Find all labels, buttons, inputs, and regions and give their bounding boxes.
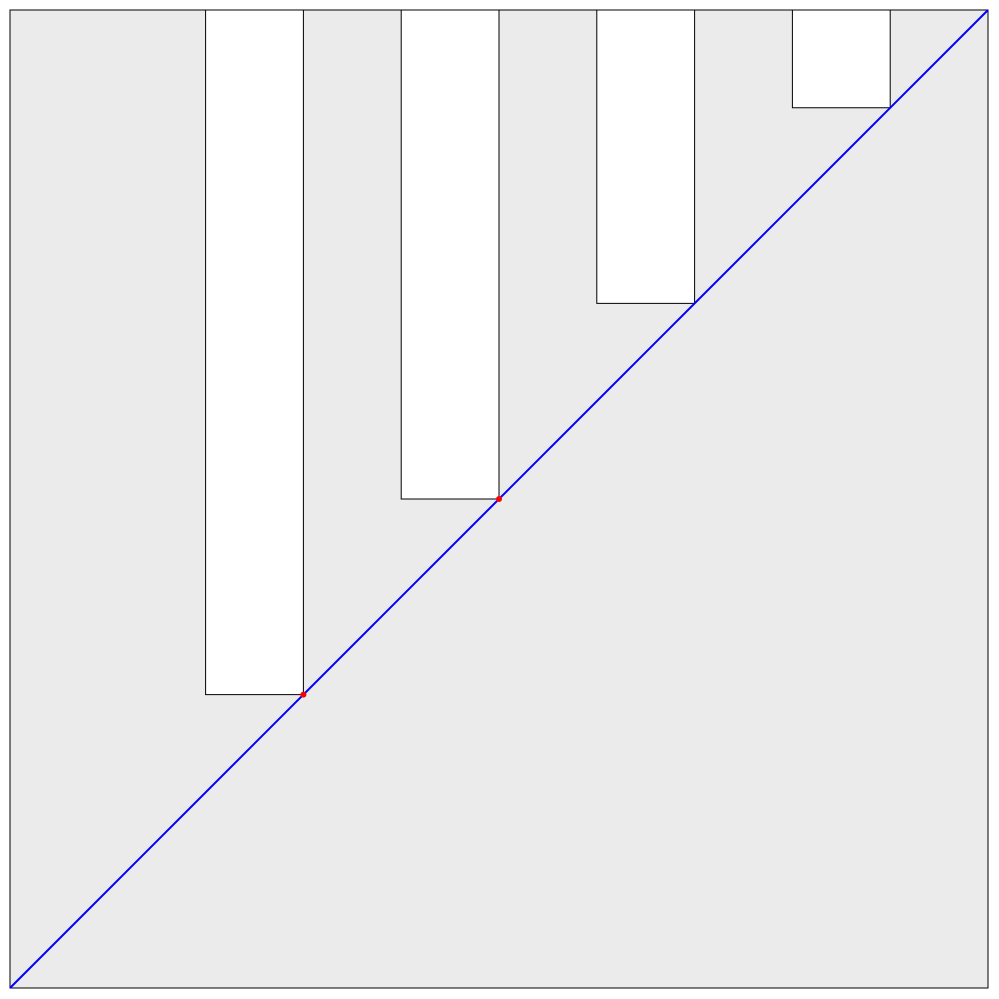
- diagram-frame: [9, 9, 989, 989]
- marked-points: [300, 496, 502, 698]
- marked-point-2: [496, 496, 502, 502]
- marked-point-1: [300, 691, 307, 698]
